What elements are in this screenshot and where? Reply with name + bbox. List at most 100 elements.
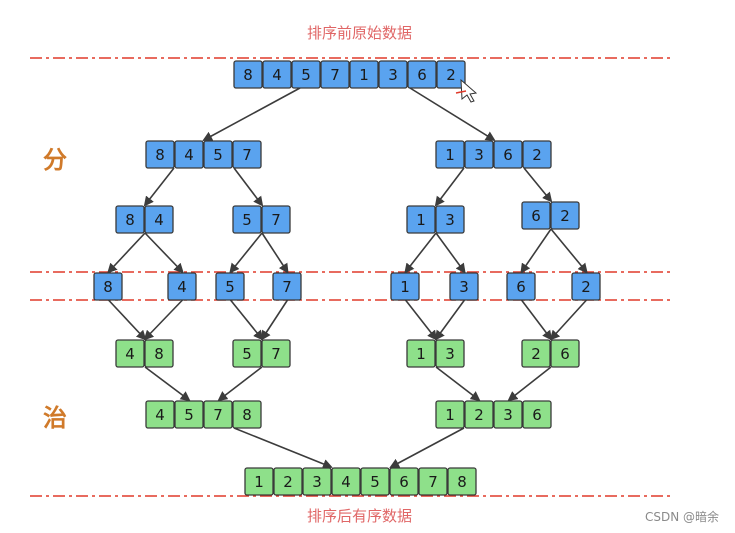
number-cell-value: 3 [445, 345, 455, 363]
number-cell-value: 1 [416, 211, 426, 229]
number-cell [506, 272, 536, 301]
number-cell-value: 2 [581, 278, 591, 296]
number-cell-value: 5 [370, 473, 380, 491]
arrow [404, 232, 437, 274]
number-cell-value: 4 [154, 211, 164, 229]
number-cell-value: 3 [503, 406, 513, 424]
number-cell [447, 467, 477, 496]
arrow [435, 366, 481, 402]
group-leaf-7: 6 [506, 272, 536, 301]
mouse-cursor-icon [455, 78, 478, 103]
group-leaf-8: 2 [571, 272, 601, 301]
number-cell-value: 4 [125, 345, 135, 363]
number-cell [115, 205, 145, 234]
number-cell [435, 339, 465, 368]
arrow [523, 167, 553, 203]
number-cell [232, 339, 262, 368]
number-cell [320, 60, 350, 89]
arrow [144, 232, 184, 274]
number-cell-value: 6 [532, 406, 542, 424]
number-cell-value: 4 [177, 278, 187, 296]
number-cell-value: 1 [445, 406, 455, 424]
number-cell-value: 7 [330, 66, 340, 84]
arrow [217, 366, 263, 402]
number-cell [174, 400, 204, 429]
number-cell [349, 60, 379, 89]
number-cell-value: 1 [400, 278, 410, 296]
group-leaf-3: 5 [215, 272, 245, 301]
arrow [233, 427, 333, 469]
number-cell-value: 2 [560, 207, 570, 225]
group-m2-right: 1 2 3 6 [435, 400, 552, 429]
arrow [143, 167, 175, 207]
number-cell-value: 2 [474, 406, 484, 424]
number-cell-value: 5 [213, 146, 223, 164]
number-cell [407, 60, 437, 89]
number-cell [145, 140, 175, 169]
number-cell-value: 8 [155, 146, 165, 164]
number-cell-value: 6 [531, 207, 541, 225]
number-cell-value: 1 [254, 473, 264, 491]
number-cell-value: 3 [474, 146, 484, 164]
number-cell-value: 7 [428, 473, 438, 491]
number-cell-value: 3 [445, 211, 455, 229]
number-cell-value: 4 [155, 406, 165, 424]
number-cell-value: 7 [271, 345, 281, 363]
arrow [549, 299, 588, 341]
number-cell [522, 140, 552, 169]
number-cell [144, 339, 174, 368]
arrow [520, 228, 552, 274]
arrow [261, 232, 289, 274]
arrow [434, 167, 465, 207]
arrow [144, 366, 191, 402]
number-cell [435, 140, 465, 169]
arrow [107, 232, 146, 274]
arrow [507, 366, 552, 402]
number-cell [550, 201, 580, 230]
number-cell [232, 205, 262, 234]
number-cell [406, 205, 436, 234]
number-cell-value: 7 [282, 278, 292, 296]
number-cell-value: 5 [225, 278, 235, 296]
number-cell-value: 2 [531, 345, 541, 363]
number-cell [435, 205, 465, 234]
number-cell [272, 272, 302, 301]
number-cell-value: 4 [341, 473, 351, 491]
number-cell-value: 8 [243, 66, 253, 84]
number-cell [436, 60, 466, 89]
number-cell [418, 467, 448, 496]
number-cell [261, 339, 291, 368]
caption-before-sort: 排序前原始数据 [306, 24, 412, 42]
number-cell-value: 6 [516, 278, 526, 296]
arrow [434, 299, 466, 341]
number-cell [273, 467, 303, 496]
number-cell [521, 339, 551, 368]
number-cell-value: 5 [242, 345, 252, 363]
number-cell [360, 467, 390, 496]
arrow [260, 299, 289, 341]
arrow [229, 299, 264, 341]
number-cell [302, 467, 332, 496]
number-cell-value: 1 [359, 66, 369, 84]
number-cell [522, 400, 552, 429]
number-cell [464, 140, 494, 169]
number-cell-value: 8 [154, 345, 164, 363]
number-cell [203, 140, 233, 169]
arrow [107, 299, 147, 341]
arrow [404, 299, 438, 341]
group-leaf-6: 3 [449, 272, 479, 301]
number-cell-value: 3 [312, 473, 322, 491]
number-cell-value: 5 [242, 211, 252, 229]
number-cell-value: 1 [445, 146, 455, 164]
arrow [389, 427, 465, 468]
number-cell-value: 4 [272, 66, 282, 84]
